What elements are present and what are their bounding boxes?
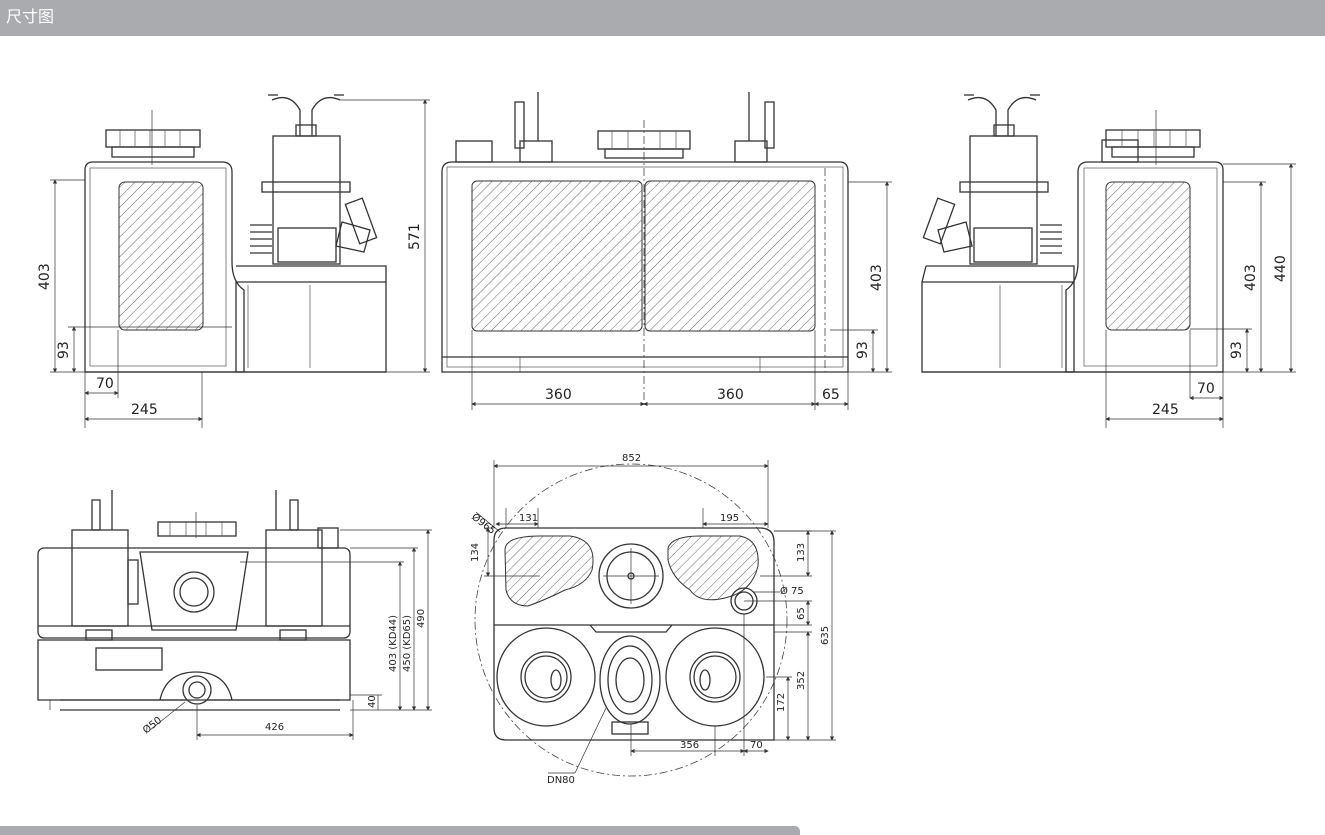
dim-65: 65 xyxy=(822,387,840,403)
dim-426: 426 xyxy=(265,722,284,733)
dim-195: 195 xyxy=(720,513,739,524)
dim-131: 131 xyxy=(519,513,538,524)
dim-360-b: 360 xyxy=(717,387,744,403)
side-view-right: 70 245 403 93 440 xyxy=(921,94,1296,428)
dim-phi75: Ø 75 xyxy=(780,585,804,597)
dim-571: 571 xyxy=(407,223,423,250)
dim-852: 852 xyxy=(622,453,641,464)
dim-phi50: Ø50 xyxy=(140,714,164,736)
dim-403-front: 403 xyxy=(869,264,885,291)
dim-450-kd65: 450 (KD65) xyxy=(402,615,413,672)
dimension-drawing: 403 93 70 245 571 xyxy=(37,92,1296,786)
dim-133: 133 xyxy=(796,543,807,562)
dim-65-top: 65 xyxy=(796,607,807,620)
dim-245-right: 245 xyxy=(1152,402,1179,418)
dim-93-front: 93 xyxy=(855,341,871,359)
side-view-left: 403 93 70 245 571 xyxy=(37,94,430,428)
dim-403-right: 403 xyxy=(1243,264,1259,291)
dim-356: 356 xyxy=(680,740,699,751)
dim-635: 635 xyxy=(820,626,831,645)
dim-93-left: 93 xyxy=(56,341,72,359)
dim-440: 440 xyxy=(1273,255,1289,282)
dim-245-left: 245 xyxy=(131,402,158,418)
dim-70-top: 70 xyxy=(750,740,763,751)
dim-134: 134 xyxy=(470,543,481,562)
dim-403-kd44: 403 (KD44) xyxy=(388,615,399,672)
footer-bar xyxy=(0,826,800,835)
front-view: 360 360 65 403 93 xyxy=(441,92,892,410)
dim-360-a: 360 xyxy=(545,387,572,403)
dim-490: 490 xyxy=(416,609,427,628)
dim-352: 352 xyxy=(796,671,807,690)
dim-70-left: 70 xyxy=(96,376,114,392)
header-bar: 尺寸图 xyxy=(0,0,1325,36)
dim-172: 172 xyxy=(776,693,787,712)
dim-40: 40 xyxy=(367,695,378,708)
dim-70-right: 70 xyxy=(1197,381,1215,397)
dim-93-right: 93 xyxy=(1229,341,1245,359)
top-view: 852 Ø965 131 195 134 133 Ø 75 65 635 352… xyxy=(469,453,836,786)
page-title: 尺寸图 xyxy=(6,7,55,26)
dim-dn80: DN80 xyxy=(547,775,575,786)
dim-403-left: 403 xyxy=(37,263,53,290)
rear-view: 426 Ø50 40 403 (KD44) 450 (KD65) 490 xyxy=(37,490,432,740)
dim-phi965: Ø965 xyxy=(469,511,498,537)
